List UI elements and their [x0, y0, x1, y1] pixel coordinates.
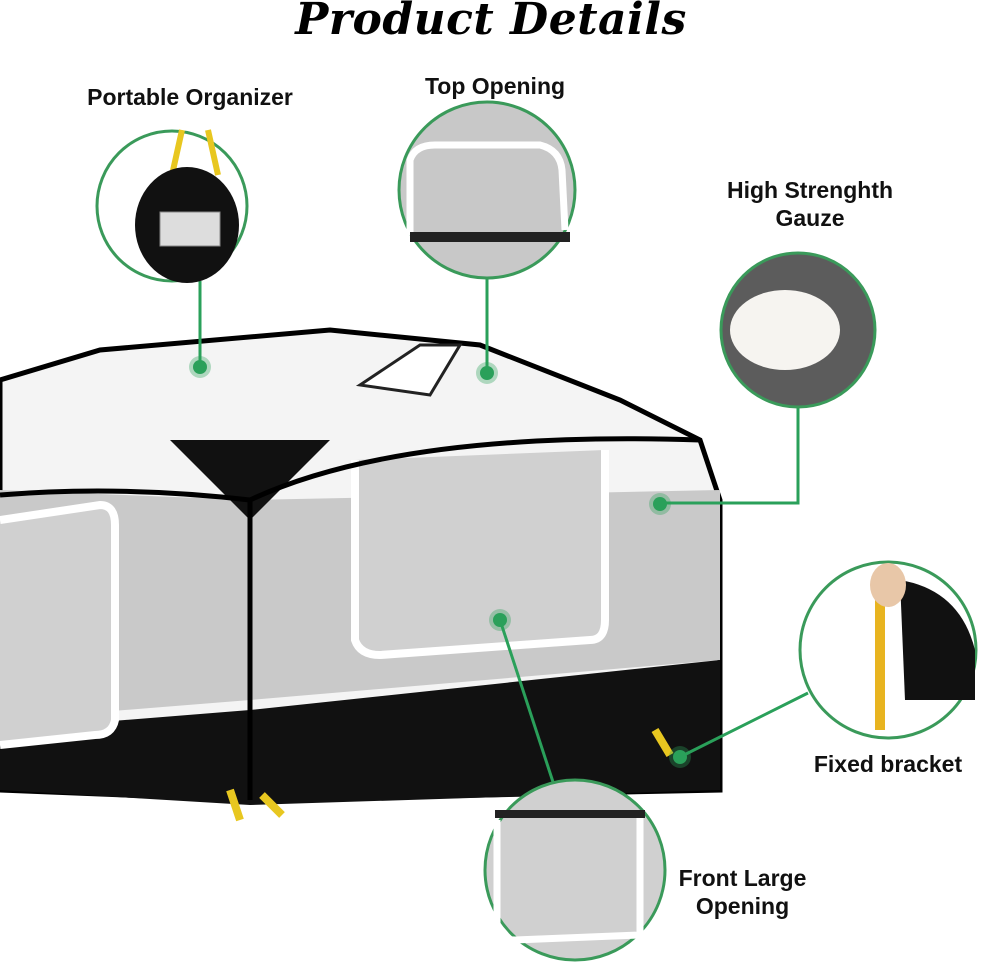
- label-gauze-line2: Gauze: [775, 205, 845, 231]
- label-top-opening: Top Opening: [424, 73, 566, 99]
- detail-circle-top-opening: [397, 100, 577, 280]
- playpen-tent: [0, 327, 723, 822]
- callout-dots: [189, 356, 691, 768]
- leader-lines: [198, 278, 809, 783]
- label-gauze: High Strenghth Gauze: [660, 176, 960, 232]
- page-title: Product Details: [295, 0, 687, 45]
- label-front-opening-line2: Opening: [695, 893, 790, 919]
- detail-circle-portable-organizer: [95, 129, 249, 283]
- label-gauze-line1: High Strenghth: [726, 177, 894, 203]
- detail-circle-gauze: [719, 251, 877, 409]
- label-portable-organizer: Portable Organizer: [87, 84, 293, 110]
- detail-circle-fixed-bracket: [798, 560, 978, 740]
- label-front-opening-line1: Front Large: [678, 865, 807, 891]
- label-front-opening: Front Large Opening: [620, 864, 865, 920]
- label-fixed-bracket: Fixed bracket: [813, 751, 963, 777]
- detail-circle-front-opening: [483, 778, 667, 962]
